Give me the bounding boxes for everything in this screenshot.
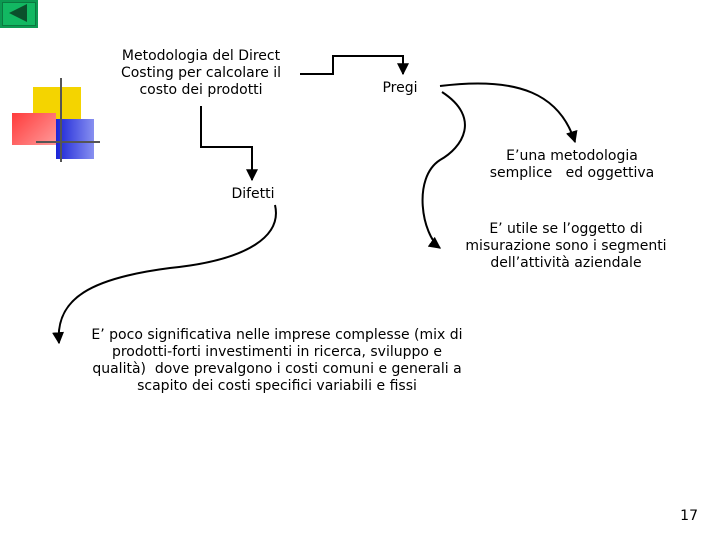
connector-root-to-pregi bbox=[300, 55, 409, 76]
pregi-label: Pregi bbox=[382, 80, 418, 96]
decor-red-block bbox=[12, 113, 56, 145]
page-number: 17 bbox=[680, 508, 698, 524]
pregi-node: Pregi bbox=[374, 80, 426, 97]
root-node-text: Metodologia del Direct Costing per calco… bbox=[120, 48, 282, 98]
difetti-label: Difetti bbox=[231, 186, 275, 202]
pregi-item-1-text: E’una metodologia semplice ed oggettiva bbox=[489, 148, 655, 181]
decor-blue-block bbox=[56, 119, 94, 159]
decor-horizontal-line bbox=[36, 141, 100, 143]
root-node: Metodologia del Direct Costing per calco… bbox=[112, 48, 290, 99]
difetti-item-1: E’ poco significativa nelle imprese comp… bbox=[72, 327, 482, 395]
back-button[interactable] bbox=[0, 0, 38, 28]
back-arrow-icon bbox=[9, 4, 27, 22]
connector-root-to-difetti bbox=[200, 106, 258, 182]
pregi-item-2: E’ utile se l’oggetto di misurazione son… bbox=[454, 221, 678, 272]
difetti-node: Difetti bbox=[216, 186, 290, 203]
connector-difetti-to-item-1 bbox=[52, 204, 277, 345]
pregi-item-2-text: E’ utile se l’oggetto di misurazione son… bbox=[465, 221, 667, 271]
pregi-item-1: E’una metodologia semplice ed oggettiva bbox=[474, 148, 670, 182]
decor-vertical-line bbox=[60, 78, 62, 162]
connector-pregi-to-item-1 bbox=[439, 82, 578, 144]
difetti-item-1-text: E’ poco significativa nelle imprese comp… bbox=[91, 327, 463, 394]
connector-pregi-to-item-2 bbox=[421, 91, 466, 249]
